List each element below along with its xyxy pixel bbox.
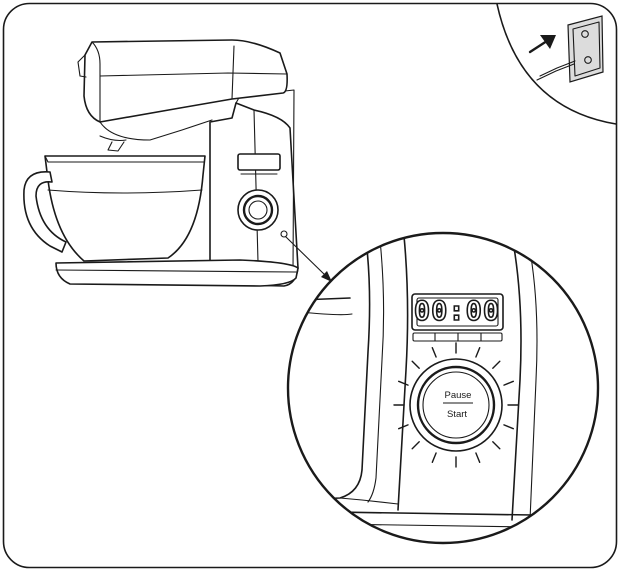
dial-tick — [431, 452, 437, 463]
mixer-display — [237, 153, 281, 171]
beater-hub — [107, 141, 125, 152]
display-buttons — [412, 332, 503, 342]
stand-mixer-illustration — [23, 39, 332, 287]
start-label: Start — [447, 409, 467, 420]
timer-readout: 00:00 — [414, 296, 500, 327]
dial-tick — [398, 380, 409, 386]
zoom-arrow — [285, 236, 327, 277]
dial-tick — [398, 424, 409, 430]
pause-label: Pause — [445, 390, 472, 401]
bowl-handle — [23, 171, 67, 253]
speed-dial: Pause Start — [393, 342, 519, 468]
power-socket-icon — [567, 15, 604, 83]
dial-bezel — [416, 365, 496, 445]
power-socket-inset — [496, 3, 617, 125]
dial-tick — [475, 452, 481, 463]
timer-display: 00:00 — [411, 293, 504, 331]
dial-tick — [492, 441, 501, 450]
dial-tick — [431, 347, 437, 358]
dial-tick — [411, 441, 420, 450]
dial-tick — [411, 360, 420, 369]
inset-curve — [496, 3, 617, 125]
magnified-control-panel: 00:00 Pause Start — [286, 231, 600, 545]
mixer-knob — [237, 189, 279, 231]
plug-arrow-icon — [528, 35, 576, 81]
mixing-bowl — [44, 155, 206, 262]
dial-tick — [492, 360, 501, 369]
mixer-base — [55, 259, 299, 287]
dial-tick — [503, 380, 514, 386]
zoom-marker — [280, 230, 288, 238]
dial-tick — [503, 424, 514, 430]
dial-outer-ring — [409, 358, 503, 452]
dial-ticks — [393, 342, 519, 468]
dial-tick — [475, 347, 481, 358]
mixer-head — [83, 39, 288, 123]
dial-button — [422, 371, 490, 439]
